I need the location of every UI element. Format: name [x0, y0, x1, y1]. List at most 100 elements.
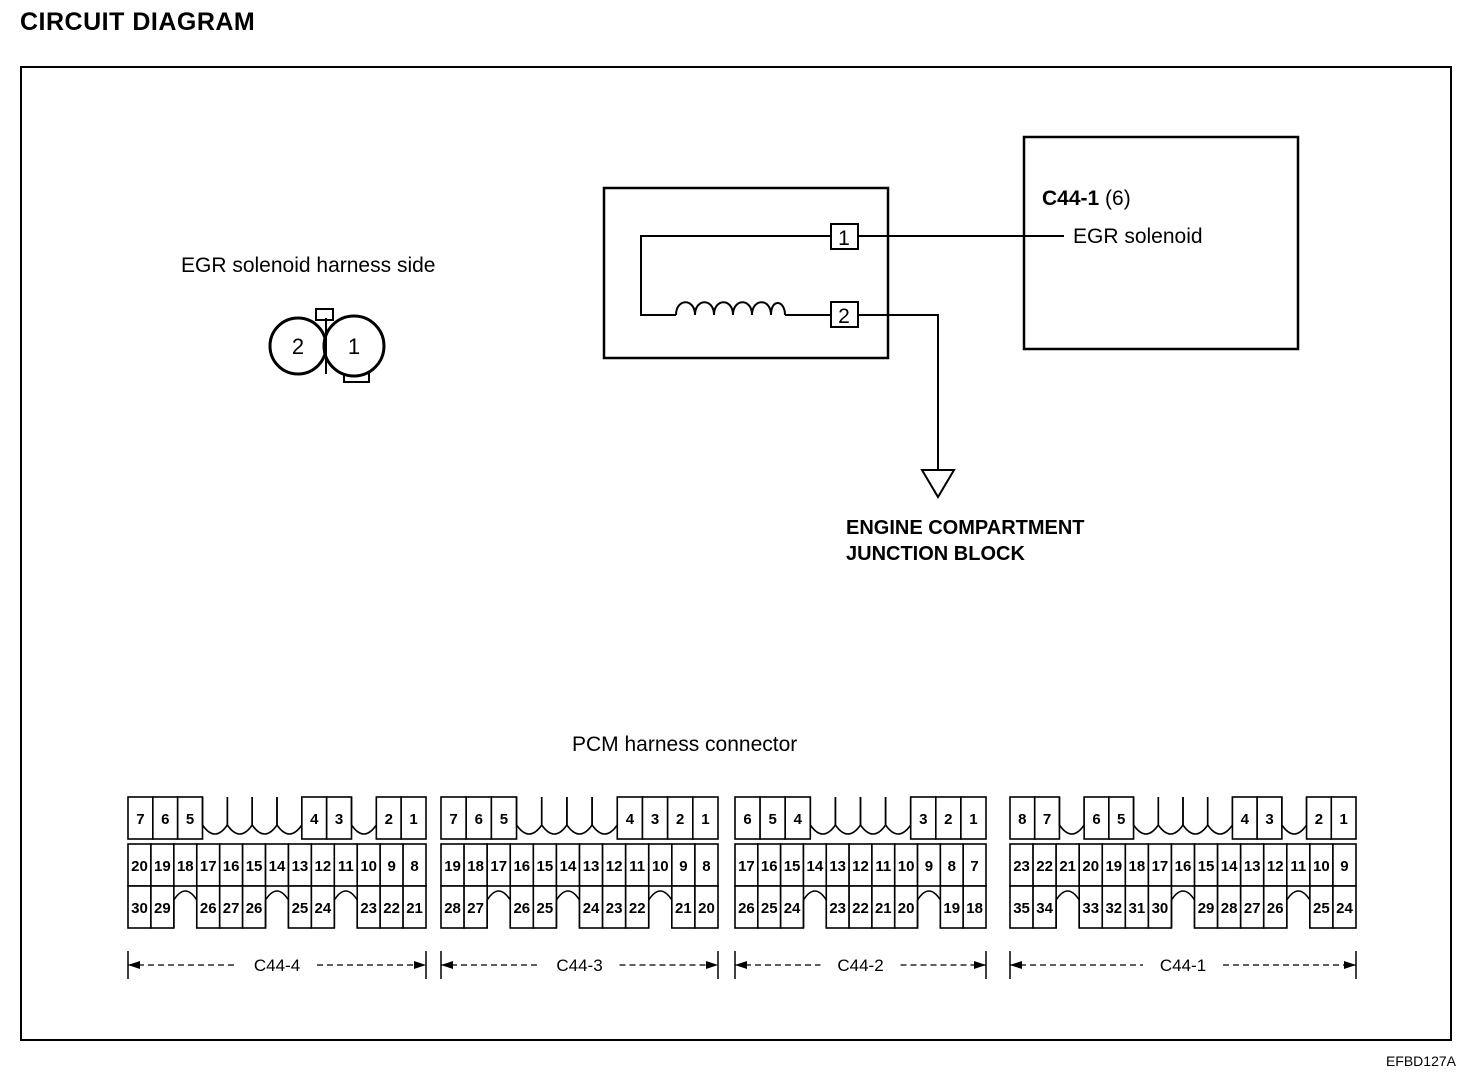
connector-pin-label: 23 [606, 900, 623, 917]
connector-pin-label: 35 [1013, 900, 1030, 917]
arrow-left-icon [1010, 961, 1022, 969]
connector-name-label: C44-4 [254, 956, 300, 975]
connector-pin-label: 10 [652, 858, 669, 875]
connector-pin-label: 15 [1198, 858, 1215, 875]
connector-pin-label: 17 [490, 858, 507, 875]
connector-key-notch [333, 890, 359, 928]
connector-pin-label: 13 [1244, 858, 1261, 875]
connector-key-notch [201, 797, 229, 835]
connector-cell [909, 796, 937, 840]
connector-pin-label: 8 [1018, 811, 1026, 828]
connector-key-notch [1058, 797, 1085, 835]
solenoid-pin-2: 2 [838, 305, 850, 328]
connector-pin-label: 18 [966, 900, 983, 917]
connector-key-notch [1157, 797, 1184, 835]
arrow-right-icon [414, 961, 426, 969]
arrow-left-icon [441, 961, 453, 969]
connector-pin-label: 7 [136, 811, 144, 828]
connector-key-notch [1206, 797, 1234, 835]
connector-cell [325, 796, 353, 840]
pcm-connector-label: PCM harness connector [572, 733, 798, 756]
connector-pin-label: 17 [200, 858, 217, 875]
connector-name-label: C44-3 [556, 956, 602, 975]
connector-pin-label: 31 [1129, 900, 1146, 917]
connector-pin-label: 8 [702, 858, 710, 875]
connector-key-notch [834, 797, 862, 835]
connector-pin-label: 27 [467, 900, 484, 917]
connector-pin-label: 13 [583, 858, 600, 875]
connector-pin-label: 9 [1340, 858, 1348, 875]
connector-pin-label: 20 [898, 900, 915, 917]
connector-pin-label: 19 [444, 858, 461, 875]
connector-pin-label: 30 [1152, 900, 1169, 917]
connector-pin-label: 26 [246, 900, 263, 917]
connector-pin-label: 8 [948, 858, 956, 875]
connector-pin-label: 4 [794, 811, 803, 828]
connector-pin-label: 21 [875, 900, 892, 917]
connector-key-notch [486, 890, 512, 928]
connector-cell [1231, 796, 1258, 840]
connector-pin-label: 11 [629, 858, 645, 875]
connector-pin-label: 5 [1117, 811, 1125, 828]
connector-cell [1009, 796, 1036, 840]
connector-pin-label: 21 [406, 900, 423, 917]
ground-label-line1: ENGINE COMPARTMENT [846, 517, 1085, 539]
connector-pin-label: 19 [943, 900, 960, 917]
connector-pin-label: 3 [335, 811, 343, 828]
connector-cell [694, 885, 719, 929]
connector-pin-label: 15 [784, 858, 801, 875]
connector-key-notch [276, 797, 303, 835]
connector-pin-label: 14 [807, 858, 824, 875]
connector-pin-label: 13 [829, 858, 846, 875]
egr-harness-label: EGR solenoid harness side [181, 254, 436, 277]
connector-key-notch [647, 890, 673, 928]
connector-pin-label: 3 [1265, 811, 1273, 828]
connector-pin-label: 7 [1043, 811, 1051, 828]
connector-key-notch [802, 890, 828, 928]
egr-solenoid-component: 1 2 [602, 186, 890, 360]
connector-cell [400, 796, 427, 840]
connector-pin-label: 1 [1339, 811, 1347, 828]
connector-pin-label: 15 [537, 858, 554, 875]
connector-pin-label: 16 [761, 858, 778, 875]
arrow-right-icon [1344, 961, 1356, 969]
connector-cell [1330, 796, 1357, 840]
connector-key-notch [1055, 890, 1080, 928]
connector-pin-label: 16 [223, 858, 240, 875]
connector-pin-label: 19 [154, 858, 171, 875]
harness-pin-2: 2 [292, 334, 304, 359]
connector-pin-label: 12 [852, 858, 869, 875]
connector-pin-label: 25 [1313, 900, 1330, 917]
connector-pin-label: 17 [1152, 858, 1169, 875]
arrow-right-icon [974, 961, 986, 969]
connector-pin-label: 9 [679, 858, 687, 875]
connector-cell [960, 796, 987, 840]
connector-pin-label: 2 [676, 811, 684, 828]
connector-cell [490, 796, 518, 840]
connector-key-notch [1286, 890, 1311, 928]
connector-key-notch [1170, 890, 1196, 928]
connector-name-label: C44-2 [837, 956, 883, 975]
egr-solenoid-label: EGR solenoid [1073, 225, 1203, 248]
arrow-left-icon [128, 961, 140, 969]
connector-key-notch [809, 797, 837, 835]
connector-cell [152, 796, 179, 840]
connector-pin-label: 21 [675, 900, 692, 917]
ground-icon [920, 469, 956, 499]
connector-pin-label: 4 [310, 811, 319, 828]
connector-cell [1332, 885, 1357, 929]
connector-pin-label: 20 [698, 900, 715, 917]
connector-key-notch [264, 890, 290, 928]
connector-pin-label: 32 [1105, 900, 1122, 917]
connector-key-notch [173, 890, 198, 928]
connector-key-notch [515, 797, 543, 835]
arrow-left-icon [735, 961, 747, 969]
connector-cell [962, 885, 987, 929]
connector-key-notch [226, 797, 253, 835]
connector-pin-label: 15 [246, 858, 263, 875]
connector-cell [616, 796, 644, 840]
connector-pin-label: 12 [1267, 858, 1284, 875]
connector-pin-label: 6 [743, 811, 751, 828]
connector-pin-label: 14 [1221, 858, 1238, 875]
